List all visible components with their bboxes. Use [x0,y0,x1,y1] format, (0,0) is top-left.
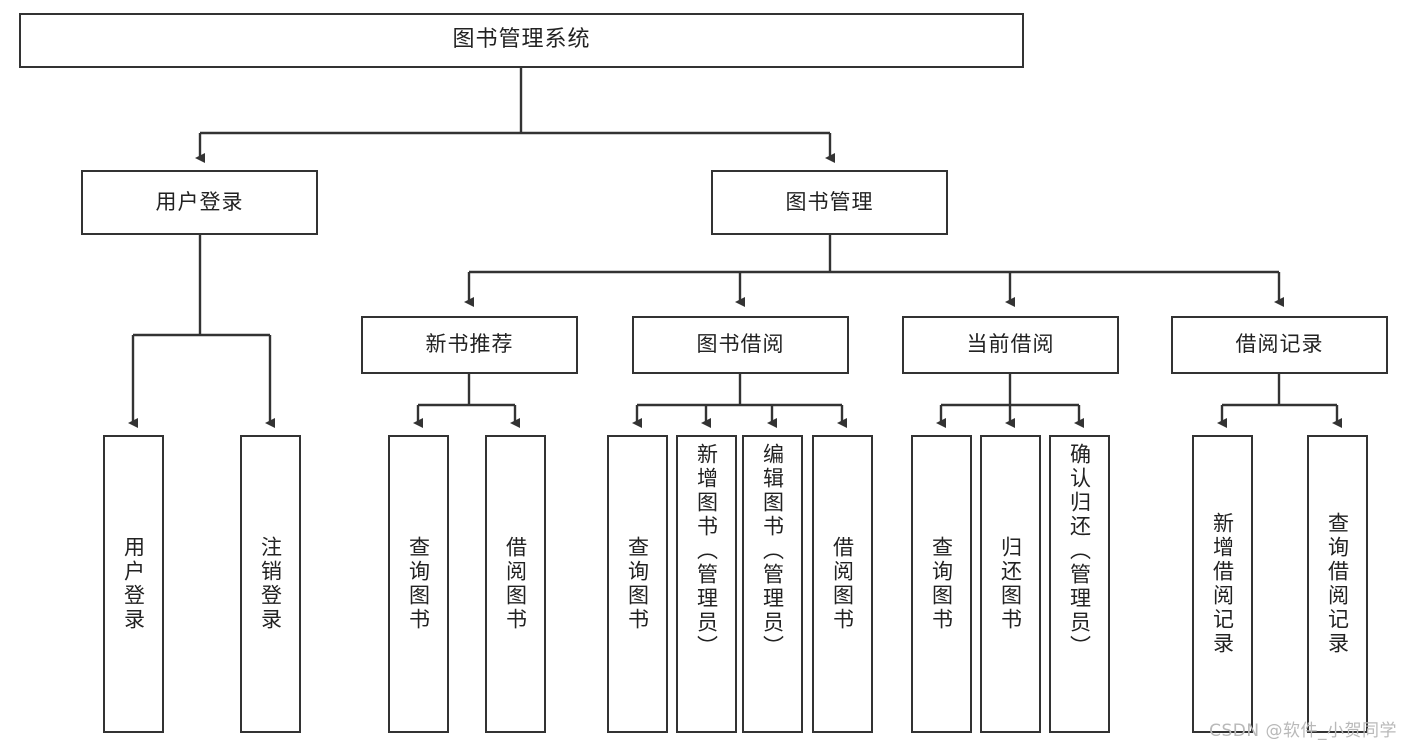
node-label: 确认归还（管理员） [1067,443,1092,659]
leaf-book-borrow-2[interactable]: 编辑图书（管理员） [742,435,803,733]
leaf-new-book-recommend-1[interactable]: 借阅图书 [485,435,546,733]
node-book-borrow[interactable]: 图书借阅 [632,316,849,374]
node-label: 新增图书（管理员） [694,443,719,659]
node-label: 归还图书 [998,536,1023,632]
node-root-system[interactable]: 图书管理系统 [19,13,1024,68]
leaf-borrow-record-1[interactable]: 查询借阅记录 [1307,435,1368,733]
node-label: 用户登录 [121,536,146,632]
node-label: 查询借阅记录 [1325,512,1350,656]
node-borrow-record[interactable]: 借阅记录 [1171,316,1388,374]
leaf-borrow-record-0[interactable]: 新增借阅记录 [1192,435,1253,733]
leaf-new-book-recommend-0[interactable]: 查询图书 [388,435,449,733]
node-label: 借阅记录 [1235,332,1324,357]
node-label: 借阅图书 [503,536,528,632]
node-label: 新书推荐 [425,332,514,357]
leaf-current-borrow-1[interactable]: 归还图书 [980,435,1041,733]
leaf-current-borrow-0[interactable]: 查询图书 [911,435,972,733]
node-label: 用户登录 [155,189,244,214]
leaf-user-login-1[interactable]: 注销登录 [240,435,301,733]
node-label: 图书借阅 [696,332,785,357]
watermark-text: CSDN @软件_小贺同学 [1209,721,1397,741]
node-label: 编辑图书（管理员） [760,443,785,659]
leaf-current-borrow-2[interactable]: 确认归还（管理员） [1049,435,1110,733]
node-label: 新增借阅记录 [1210,512,1235,656]
node-label: 当前借阅 [966,332,1055,357]
leaf-user-login-0[interactable]: 用户登录 [103,435,164,733]
leaf-book-borrow-0[interactable]: 查询图书 [607,435,668,733]
node-current-borrow[interactable]: 当前借阅 [902,316,1119,374]
node-label: 图书管理系统 [452,27,591,53]
node-label: 图书管理 [785,189,874,214]
leaf-book-borrow-3[interactable]: 借阅图书 [812,435,873,733]
node-label: 查询图书 [406,536,431,632]
leaf-book-borrow-1[interactable]: 新增图书（管理员） [676,435,737,733]
node-label: 借阅图书 [830,536,855,632]
node-user-login[interactable]: 用户登录 [81,170,318,235]
node-book-manage[interactable]: 图书管理 [711,170,948,235]
node-label: 注销登录 [258,536,283,632]
node-label: 查询图书 [929,536,954,632]
node-new-book-recommend[interactable]: 新书推荐 [361,316,578,374]
node-label: 查询图书 [625,536,650,632]
